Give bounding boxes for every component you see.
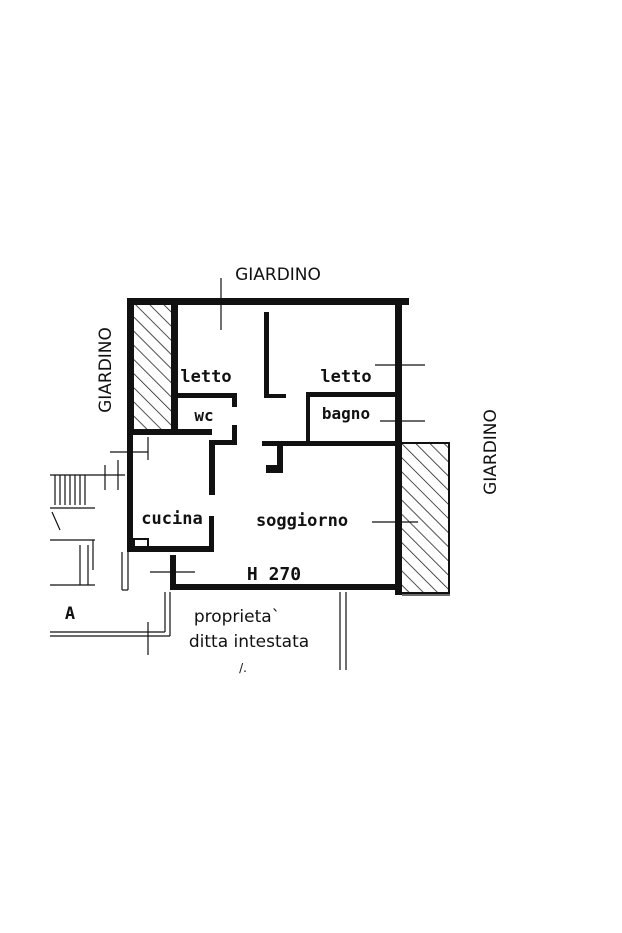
- hatched-block-left: [132, 302, 173, 431]
- garden-label-top: GIARDINO: [235, 265, 321, 285]
- property-label-line1: proprieta`: [194, 607, 280, 627]
- room-label-cucina: cucina: [141, 509, 202, 529]
- room-label-letto-left: letto: [180, 367, 231, 387]
- annotation-lines: [50, 278, 450, 670]
- room-label-bagno: bagno: [322, 404, 370, 423]
- garden-label-left: GIARDINO: [96, 327, 116, 413]
- hatched-block-right: [400, 442, 450, 594]
- walls: [127, 298, 409, 595]
- property-label-line2: ditta intestata: [189, 632, 309, 652]
- ceiling-height-label: H 270: [247, 564, 301, 585]
- garden-label-right: GIARDINO: [481, 409, 501, 495]
- room-label-letto-right: letto: [320, 367, 371, 387]
- footer-mark: /.: [239, 661, 247, 675]
- section-marker-a: A: [65, 604, 75, 624]
- room-label-soggiorno: soggiorno: [256, 511, 348, 531]
- room-label-wc: wc: [194, 406, 213, 425]
